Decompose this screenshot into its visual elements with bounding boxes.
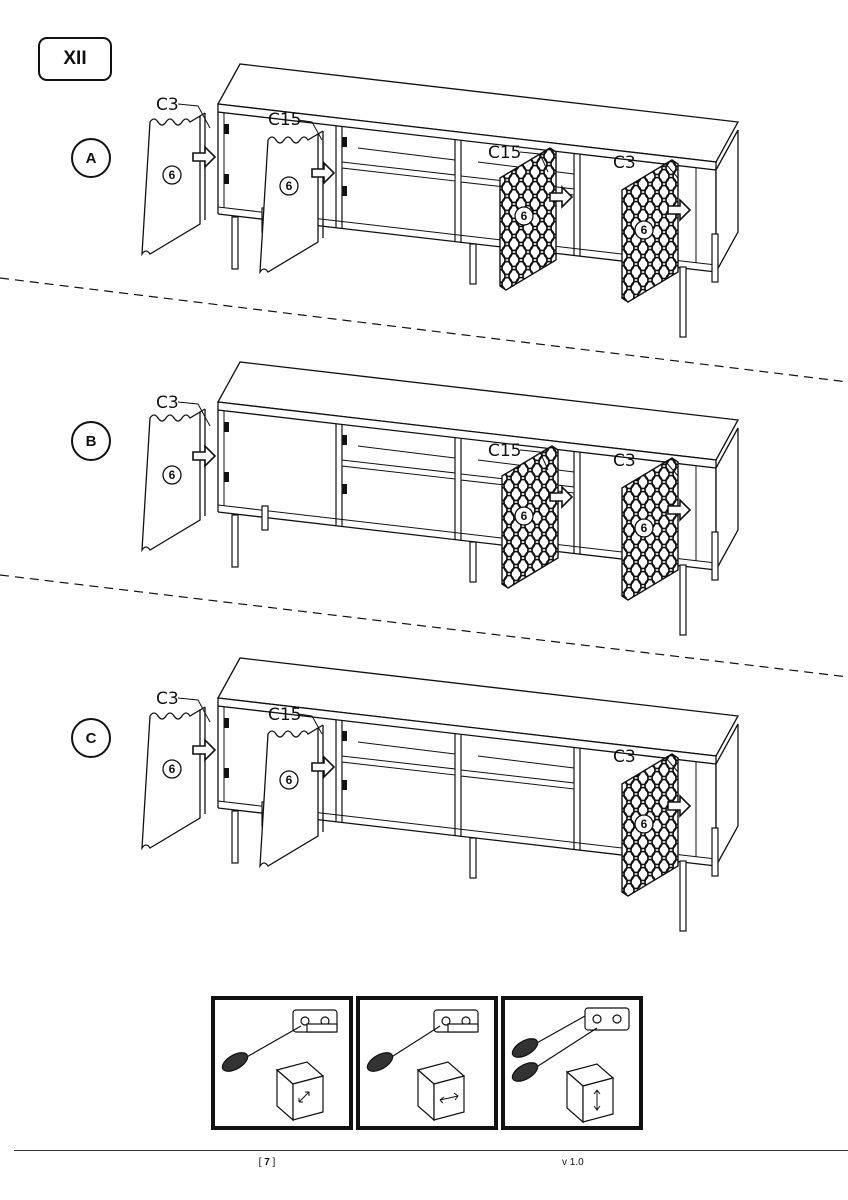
variant-c-letter: C xyxy=(85,729,97,747)
variant-b-letter: B xyxy=(85,432,97,450)
variant-c-badge: C xyxy=(71,718,111,758)
callout-label: C3 xyxy=(613,153,636,173)
screwdriver-icon xyxy=(511,1007,630,1124)
part-number: 6 xyxy=(169,468,176,482)
variant-b-drawing: 6 6 6 C3 C15 C3 xyxy=(141,361,739,636)
callout-label: C15 xyxy=(488,143,522,163)
callout-label: C3 xyxy=(156,393,179,413)
plain-door-inner xyxy=(259,130,324,273)
part-number: 6 xyxy=(286,773,293,787)
hinge-adjust-panel-height xyxy=(501,996,643,1130)
screwdriver-icon xyxy=(221,1009,338,1122)
step-number-box: XII xyxy=(38,37,112,81)
dashed-divider xyxy=(0,574,848,678)
diagonal-arrow-icon xyxy=(298,1091,310,1103)
assembly-illustration: 6 6 6 6 C3 C15 C15 C3 6 6 6 C3 C15 C3 xyxy=(0,63,848,932)
dashed-divider xyxy=(0,277,848,383)
part-number: 6 xyxy=(521,509,528,523)
callout-label: C3 xyxy=(613,747,636,767)
page-bracket-open: [ xyxy=(258,1157,265,1168)
variant-a-drawing: 6 6 6 6 C3 C15 C15 C3 xyxy=(141,63,739,338)
part-number: 6 xyxy=(641,521,648,535)
step-number: XII xyxy=(63,48,87,69)
part-number: 6 xyxy=(641,817,648,831)
version-label: v 1.0 xyxy=(562,1157,584,1168)
part-number: 6 xyxy=(286,179,293,193)
part-number: 6 xyxy=(169,762,176,776)
hinge-adjust-panel-side xyxy=(356,996,498,1130)
callout-label: C3 xyxy=(156,689,179,709)
part-number: 6 xyxy=(169,168,176,182)
page-number-value: 7 xyxy=(264,1157,270,1168)
callout-label: C15 xyxy=(268,705,302,725)
callout-label: C15 xyxy=(488,441,522,461)
hinge-adjust-panel-depth xyxy=(211,996,353,1130)
footer-divider xyxy=(14,1150,848,1151)
part-number: 6 xyxy=(641,223,648,237)
plain-door-inner xyxy=(259,724,324,867)
variant-b-badge: B xyxy=(71,421,111,461)
screwdriver-icon xyxy=(366,1009,479,1122)
callout-label: C3 xyxy=(613,451,636,471)
page-number: [ 7 ] xyxy=(252,1157,282,1168)
variant-c-drawing: 6 6 6 C3 C15 C3 xyxy=(141,657,739,932)
vertical-arrow-icon xyxy=(593,1089,601,1111)
callout-label: C3 xyxy=(156,95,179,115)
page-bracket-close: ] xyxy=(269,1157,276,1168)
part-number: 6 xyxy=(521,209,528,223)
variant-a-letter: A xyxy=(85,149,97,167)
horizontal-arrow-icon xyxy=(439,1092,459,1104)
variant-a-badge: A xyxy=(71,138,111,178)
callout-label: C15 xyxy=(268,110,302,130)
